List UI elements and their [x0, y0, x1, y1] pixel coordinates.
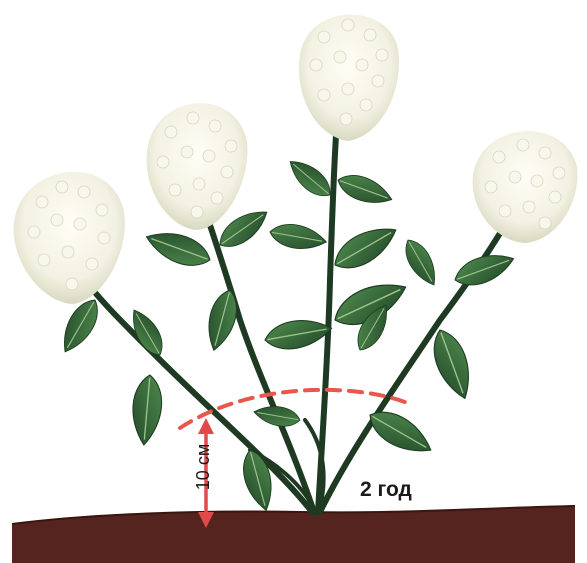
year-label: 2 год	[360, 478, 412, 502]
hydrangea-flower-icon	[473, 131, 578, 243]
leaves	[55, 154, 518, 514]
soil	[12, 506, 575, 563]
height-label: 10 см	[191, 432, 215, 502]
hydrangea-flower-icon	[14, 172, 125, 304]
hydrangea-flower-icon	[147, 103, 248, 230]
hydrangea-flower-icon	[299, 14, 399, 141]
